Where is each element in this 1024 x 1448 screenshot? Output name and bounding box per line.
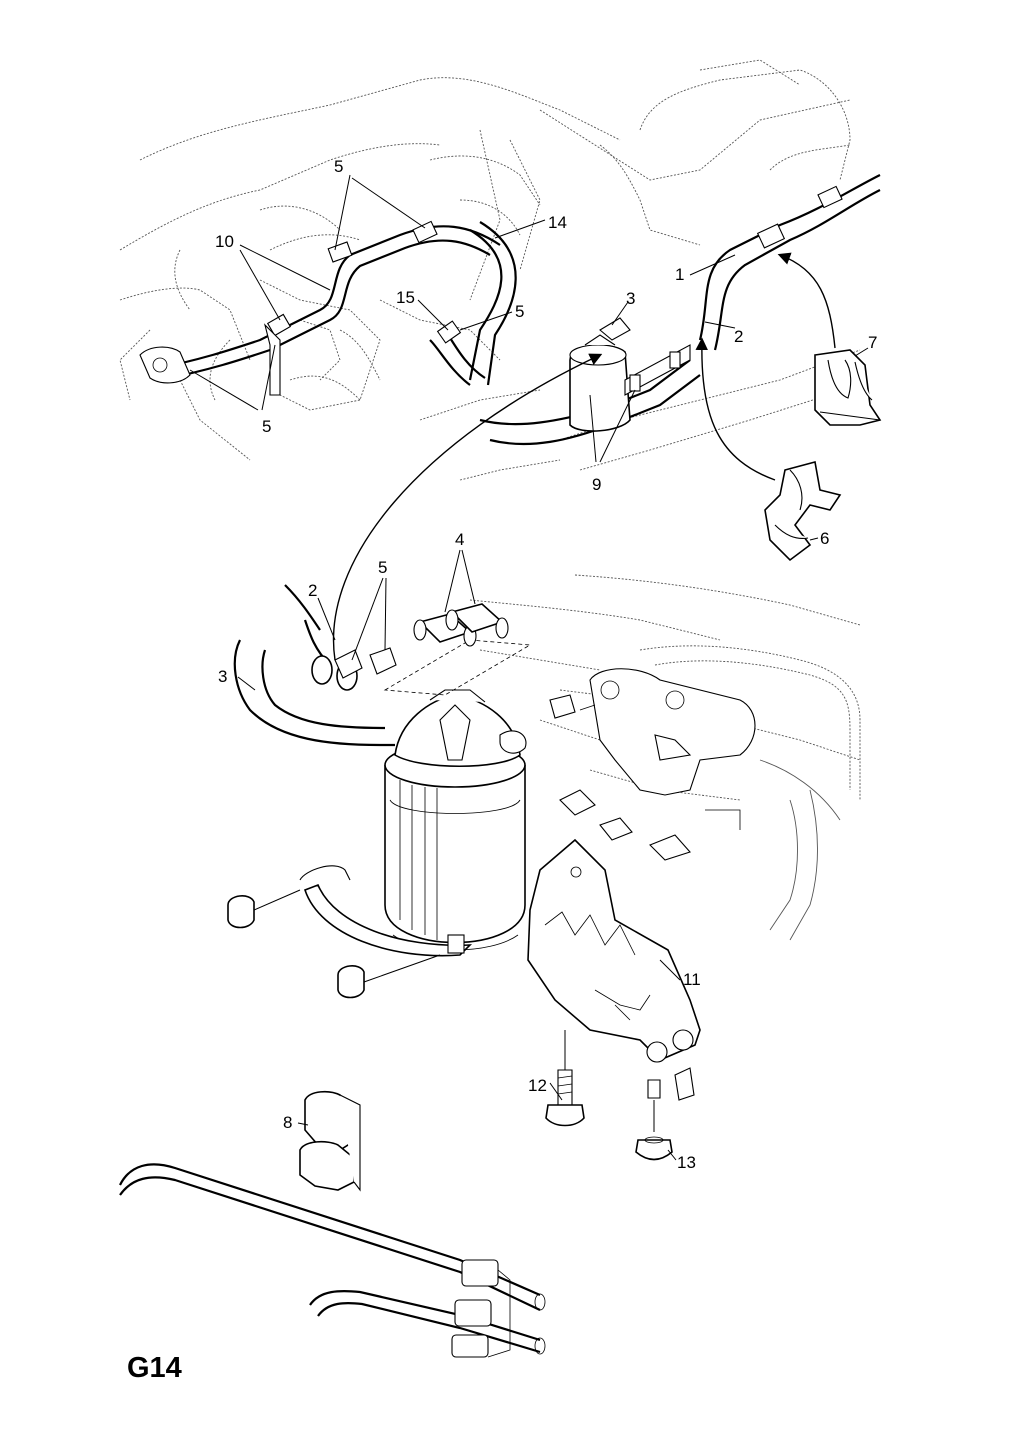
callout-8: 8 [283,1113,292,1132]
callout-2-upper: 2 [734,327,743,346]
callout-3-lower: 3 [218,667,227,686]
upper-fuel-lines [139,174,881,446]
callout-15: 15 [396,288,415,307]
callout-5-mid: 5 [515,302,524,321]
callout-6: 6 [820,529,829,548]
callout-labels: 5 14 10 1 15 3 5 2 7 5 9 6 4 5 2 3 11 12… [215,157,877,1172]
callout-9: 9 [592,475,601,494]
leader-lines [189,174,869,1161]
callout-12: 12 [528,1076,547,1095]
callout-11: 11 [683,970,701,989]
fuel-filter-housing [227,689,527,999]
callout-5-left: 5 [262,417,271,436]
clip-7 [814,349,882,426]
callout-2-lower: 2 [308,581,317,600]
clip-8 [299,1090,361,1192]
callout-5-top: 5 [334,157,343,176]
bolt-12 [545,1030,585,1127]
sheet-code: G14 [127,1352,182,1384]
callout-10: 10 [215,232,234,251]
lower-pipes [119,1163,546,1358]
callout-14: 14 [548,213,567,232]
callout-5-lower: 5 [378,558,387,577]
callout-4: 4 [455,530,464,549]
clip-6 [764,461,842,562]
nut-13 [635,1067,695,1161]
body-mount-bracket [549,668,756,861]
callout-1: 1 [675,265,684,284]
reference-arrows [332,252,836,661]
bracket-11 [527,838,701,1063]
connectors-4 [413,603,509,647]
callout-13: 13 [677,1153,696,1172]
callout-3-upper: 3 [626,289,635,308]
upper-filter-assembly [569,317,691,432]
vehicle-background [119,59,861,941]
filter-hoses [233,584,532,747]
callout-7: 7 [868,333,877,352]
